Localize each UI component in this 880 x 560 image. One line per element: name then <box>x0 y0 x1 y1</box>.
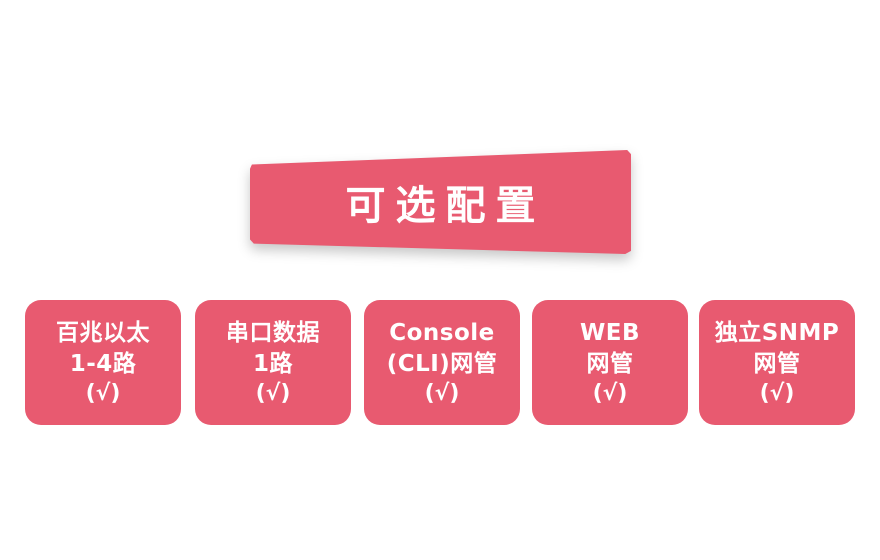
optional-config-banner: 可选配置 <box>250 150 631 254</box>
card-label-line: 串口数据 <box>226 319 320 346</box>
check-mark: (√) <box>592 380 628 406</box>
option-card-fast-ethernet: 百兆以太 1-4路 (√) <box>25 300 181 425</box>
check-mark: (√) <box>424 380 460 406</box>
card-label-line: 1路 <box>252 350 293 377</box>
card-label-line: 独立SNMP <box>714 319 840 346</box>
option-card-web-management: WEB 网管 (√) <box>532 300 688 425</box>
card-label-line: 网管 <box>586 350 634 377</box>
card-label-line: 百兆以太 <box>56 319 150 346</box>
option-card-serial-data: 串口数据 1路 (√) <box>195 300 351 425</box>
check-mark: (√) <box>255 380 291 406</box>
card-label-line: 1-4路 <box>69 350 137 377</box>
card-label-line: 网管 <box>753 350 801 377</box>
banner-background: 可选配置 <box>250 150 631 254</box>
card-label-line: WEB <box>579 319 641 346</box>
card-label-line: Console <box>389 319 495 346</box>
check-mark: (√) <box>85 380 121 406</box>
card-label-line: (CLI)网管 <box>386 350 498 377</box>
option-card-console-cli: Console (CLI)网管 (√) <box>364 300 520 425</box>
option-card-snmp-management: 独立SNMP 网管 (√) <box>699 300 855 425</box>
check-mark: (√) <box>759 380 795 406</box>
banner-title: 可选配置 <box>345 183 546 229</box>
